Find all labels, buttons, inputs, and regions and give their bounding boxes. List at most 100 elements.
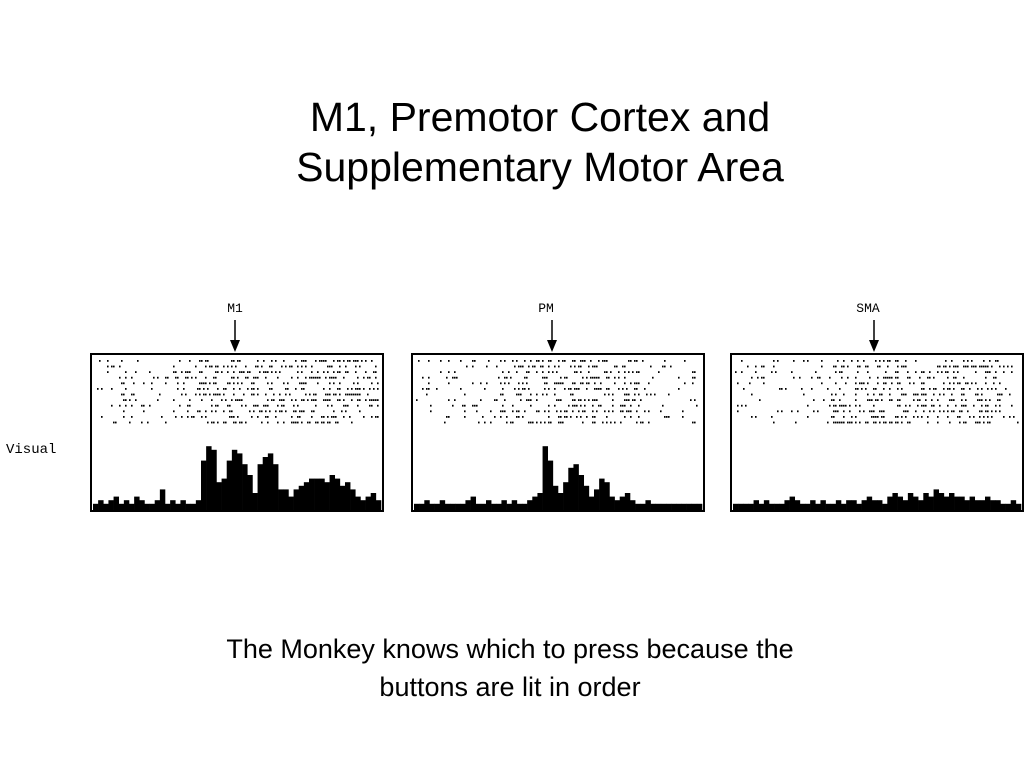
raster-spike xyxy=(869,399,871,401)
raster-spike xyxy=(600,388,602,390)
raster-spike xyxy=(652,376,654,379)
raster-spike xyxy=(913,399,915,401)
raster-spike xyxy=(620,421,622,424)
raster-spike xyxy=(795,421,797,424)
raster-spike xyxy=(173,365,175,368)
raster-spike xyxy=(271,360,273,362)
raster-spike xyxy=(291,365,293,368)
raster-spike xyxy=(247,371,249,373)
raster-spike xyxy=(297,376,299,379)
raster-spike xyxy=(863,410,865,413)
raster-spike xyxy=(843,410,845,413)
raster-spike xyxy=(129,399,131,401)
raster-spike xyxy=(373,388,375,390)
raster-spike xyxy=(225,399,227,401)
raster-spike xyxy=(281,365,283,368)
raster-spike xyxy=(895,416,897,418)
raster-spike xyxy=(253,388,255,390)
raster-spike xyxy=(544,410,546,413)
raster-spike xyxy=(229,410,231,413)
raster-spike xyxy=(522,365,524,368)
raster-spike xyxy=(843,421,845,424)
raster-spike xyxy=(446,416,448,418)
raster-spike xyxy=(335,421,337,424)
raster-spike xyxy=(558,399,560,401)
raster-spike xyxy=(237,376,239,379)
histogram-bar-m1 xyxy=(93,503,99,511)
raster-spike xyxy=(508,371,510,373)
raster-spike xyxy=(847,376,849,379)
raster-spike xyxy=(277,404,279,407)
raster-spike xyxy=(883,421,885,424)
raster-spike xyxy=(951,399,953,401)
raster-spike xyxy=(903,365,905,368)
histogram-bar-pm xyxy=(491,503,497,511)
raster-spike xyxy=(548,371,550,373)
raster-spike xyxy=(418,360,420,362)
raster-spike xyxy=(273,393,275,396)
raster-spike xyxy=(329,365,331,368)
histogram-bar-pm xyxy=(563,482,569,511)
raster-spike xyxy=(143,410,145,413)
raster-spike xyxy=(925,393,927,396)
raster-spike xyxy=(811,376,813,379)
raster-spike xyxy=(841,376,843,379)
raster-spike xyxy=(835,404,837,407)
raster-spike xyxy=(209,393,211,396)
raster-spike xyxy=(865,421,867,424)
raster-spike xyxy=(183,382,185,385)
raster-spike xyxy=(913,416,915,418)
raster-spike xyxy=(111,404,113,407)
raster-spike xyxy=(682,410,684,413)
raster-spike xyxy=(526,376,528,379)
histogram-bar-pm xyxy=(465,500,471,511)
raster-spike xyxy=(472,382,474,385)
raster-spike xyxy=(558,360,560,362)
raster-spike xyxy=(899,404,901,407)
raster-spike xyxy=(879,421,881,424)
histogram-bar-sma xyxy=(815,503,821,511)
raster-spike xyxy=(297,404,299,407)
histogram-bar-m1 xyxy=(221,478,228,511)
raster-spike xyxy=(819,376,821,379)
raster-spike xyxy=(416,399,418,401)
raster-spike xyxy=(237,416,239,418)
histogram-bar-sma xyxy=(743,503,749,511)
histogram-bar-sma xyxy=(974,500,981,511)
histogram-bar-sma xyxy=(799,503,806,511)
raster-spike xyxy=(937,399,939,401)
raster-spike xyxy=(123,393,125,396)
raster-spike xyxy=(981,365,983,368)
raster-spike xyxy=(634,360,636,362)
raster-spike xyxy=(690,399,692,401)
histogram-bar-m1 xyxy=(216,482,222,511)
raster-spike xyxy=(339,382,341,385)
raster-spike xyxy=(588,371,590,373)
raster-spike xyxy=(500,360,502,362)
raster-spike xyxy=(773,421,775,424)
raster-spike xyxy=(197,388,199,390)
raster-spike xyxy=(311,410,313,413)
histogram-bar-pm xyxy=(439,500,446,511)
raster-spike xyxy=(536,371,538,373)
raster-spike xyxy=(225,421,227,424)
raster-spike xyxy=(239,371,241,373)
raster-spike xyxy=(271,382,273,385)
raster-spike xyxy=(943,365,945,368)
raster-spike xyxy=(592,410,594,413)
raster-spike xyxy=(339,365,341,368)
raster-spike xyxy=(181,416,183,418)
raster-spike xyxy=(799,376,801,379)
histogram-bar-sma xyxy=(954,496,960,511)
histogram-bar-pm xyxy=(475,503,482,511)
raster-spike xyxy=(165,382,167,385)
raster-spike xyxy=(327,416,329,418)
raster-spike xyxy=(747,365,749,368)
title-line-2: Supplementary Motor Area xyxy=(296,144,784,190)
raster-spike xyxy=(877,416,879,418)
raster-spike xyxy=(895,360,897,362)
raster-spike xyxy=(624,399,626,401)
raster-spike xyxy=(907,410,909,413)
raster-spike xyxy=(1009,416,1011,418)
raster-spike xyxy=(187,416,189,418)
